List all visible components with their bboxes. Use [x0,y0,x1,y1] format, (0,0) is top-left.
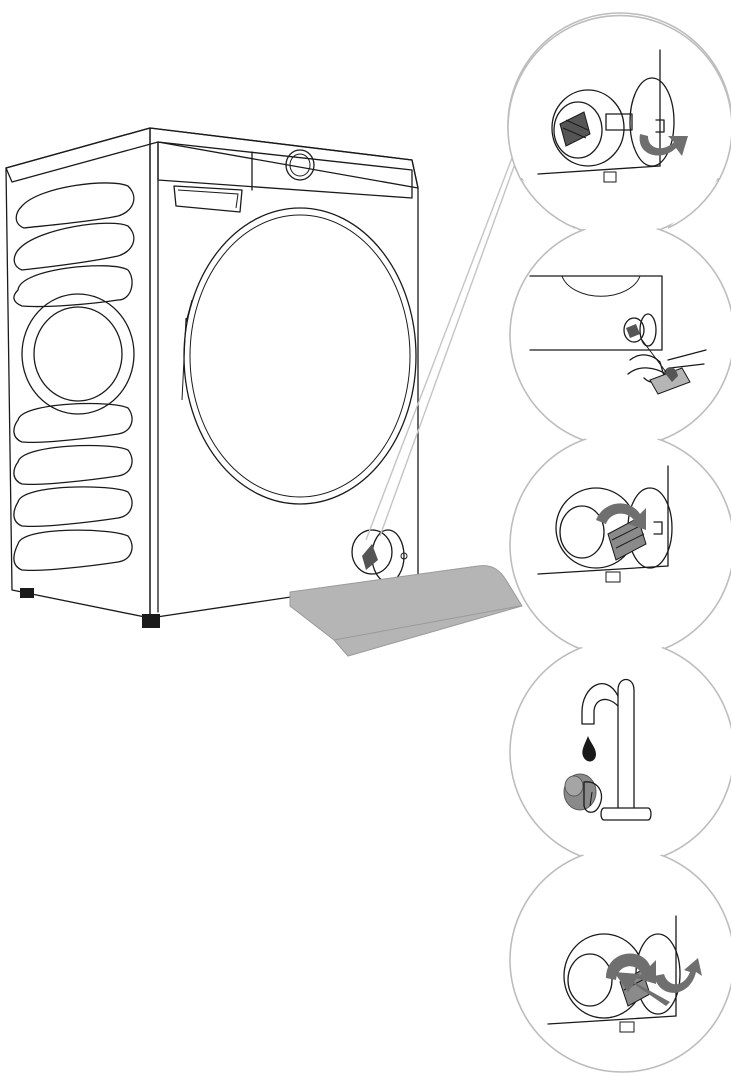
step-2-drain-water [529,275,707,395]
door [183,207,417,505]
step-5-reinsert-filter [547,915,702,1033]
machine-foot-left [20,588,34,598]
machine-front-panel [149,127,419,619]
screw-in-arrow-icon [606,953,656,984]
unscrew-arrow-icon [639,134,688,156]
step-4-rinse-filter [563,678,652,821]
machine-foot-front [142,614,160,628]
remove-arrow-icon [596,503,646,530]
machine-top-edge [5,127,419,189]
step-1-unscrew [537,49,688,183]
washing-machine-icon [5,127,419,628]
step-3-remove-filter [537,465,673,583]
detergent-drawer [173,185,243,213]
control-panel [157,141,413,199]
close-flap-arrow-icon [654,958,702,993]
filter-access-door [351,529,408,583]
water-tap-icon [581,678,652,821]
program-knob [285,149,315,181]
water-drop-icon [582,736,596,762]
rinse-filter-icon [563,773,603,813]
drain-tray-icon [289,565,523,657]
callout-stack [507,12,731,1073]
filter-insert-icon [614,972,670,1006]
